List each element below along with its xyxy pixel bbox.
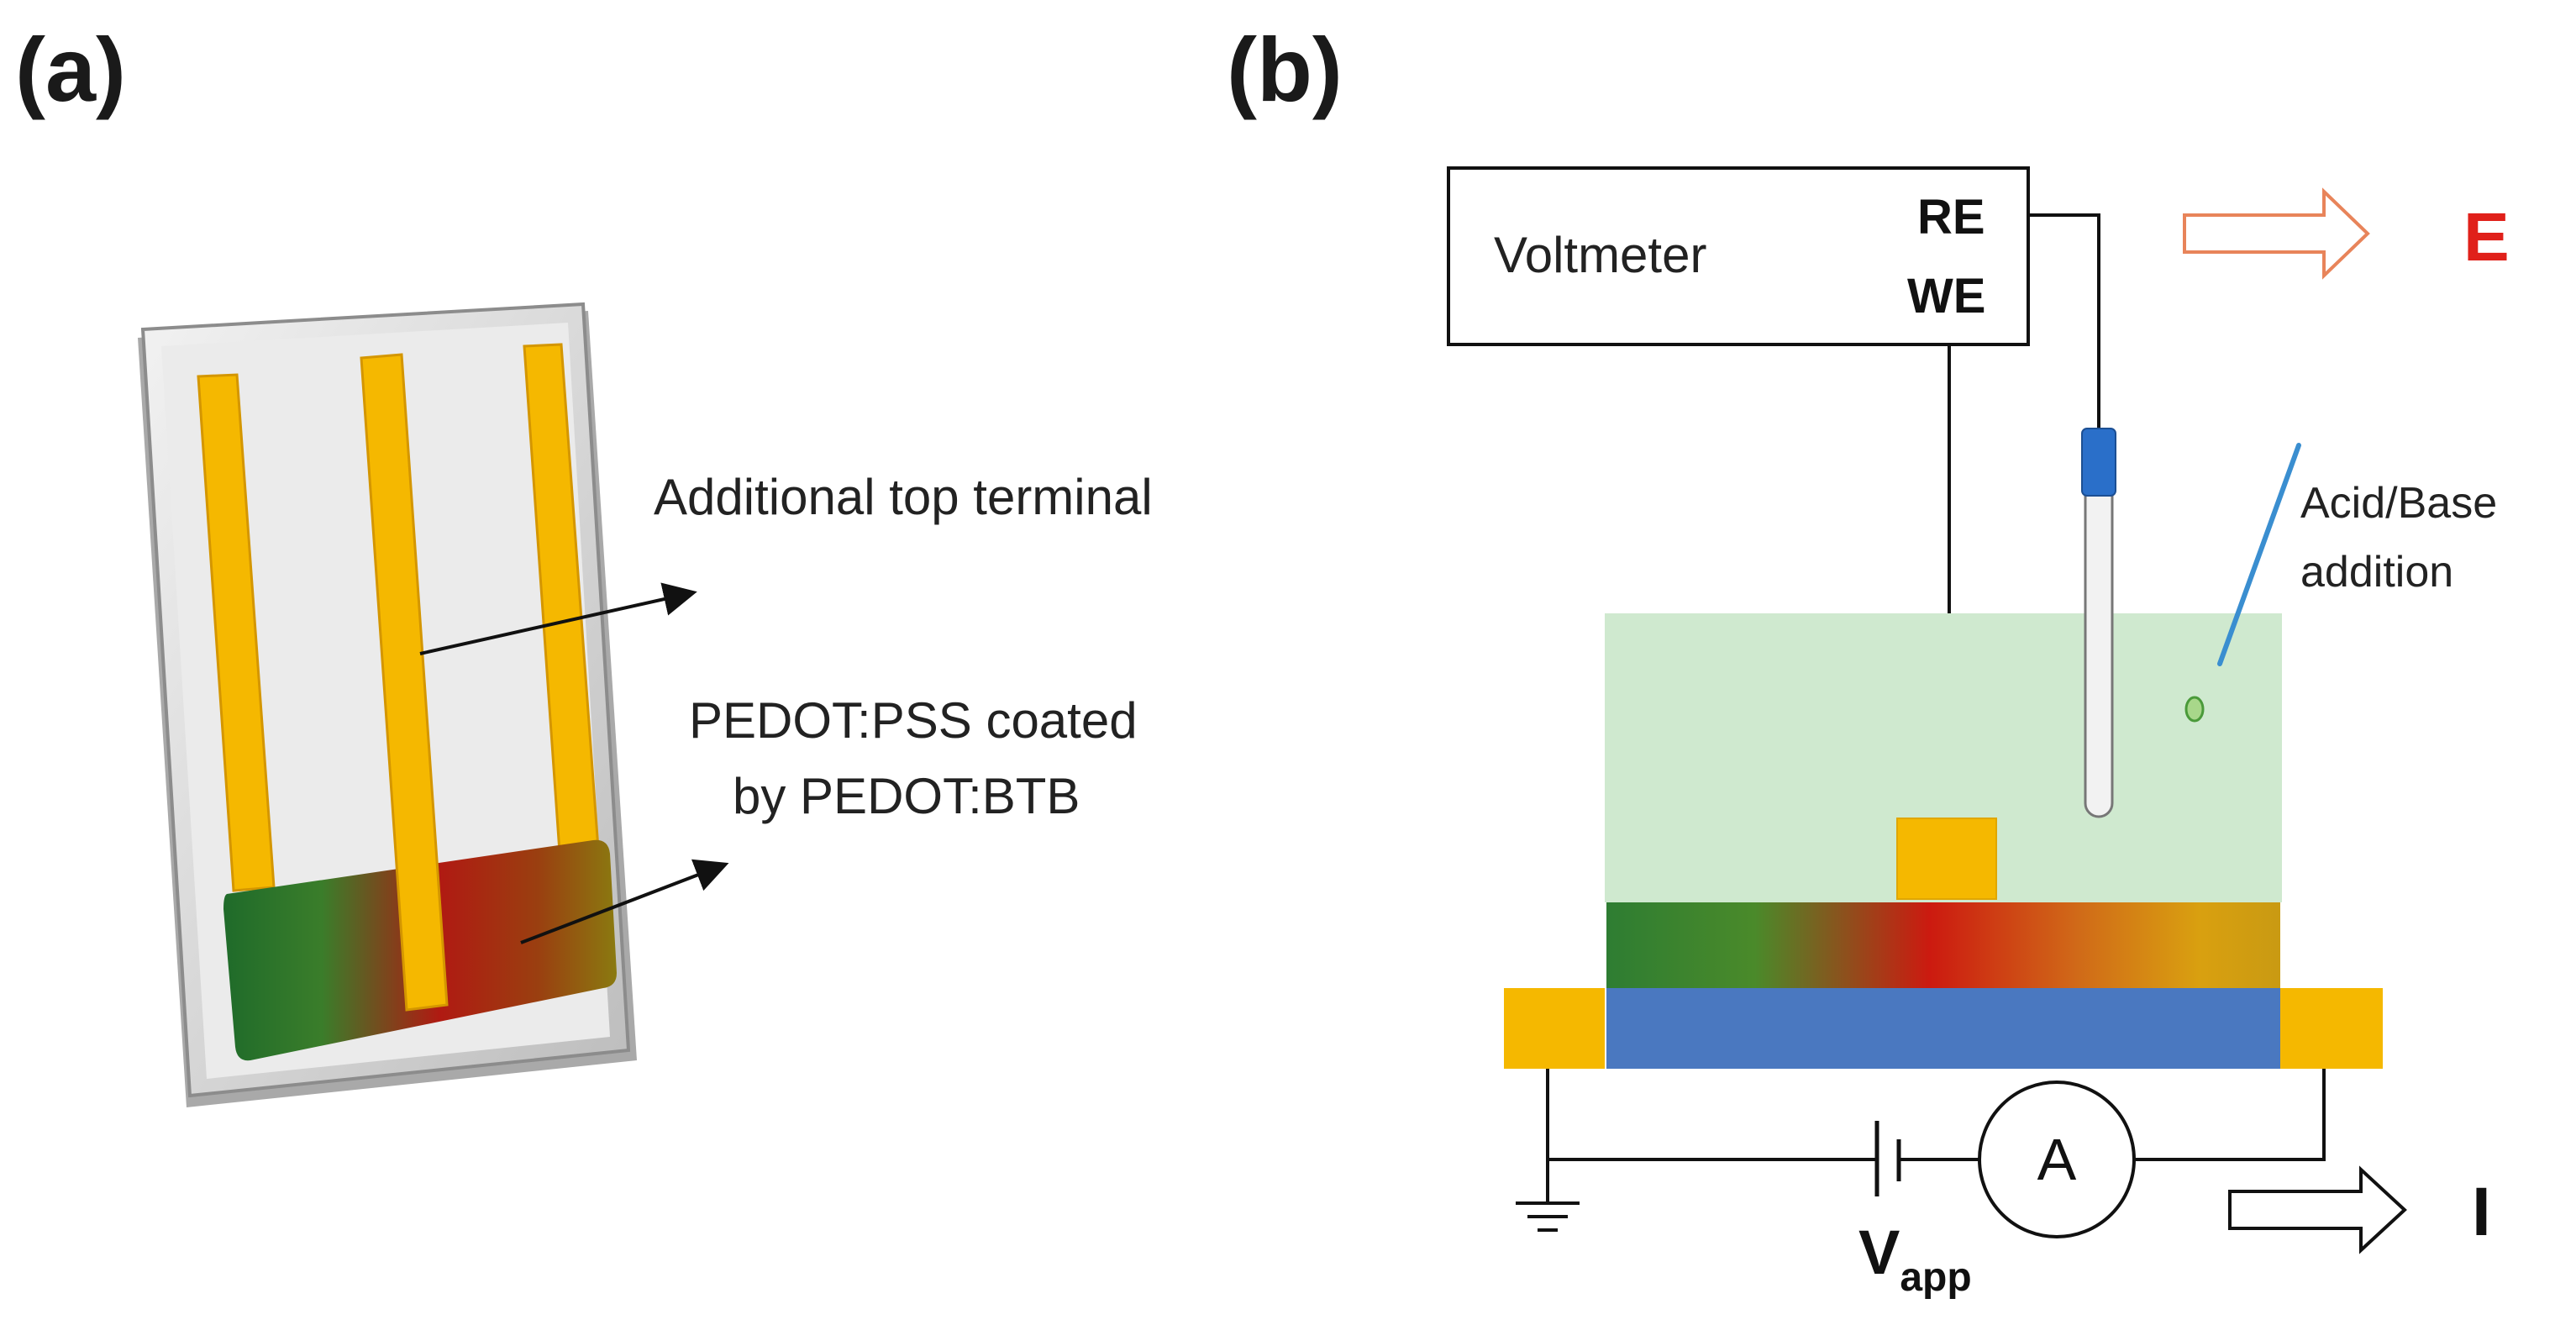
pedot-btb-layer <box>1606 902 2280 988</box>
voltmeter-box <box>1447 166 2030 346</box>
annotation-coating-line2: by PEDOT:BTB <box>733 768 1080 824</box>
output-i-arrow <box>2228 1165 2407 1254</box>
ammeter-label: A <box>2037 1127 2077 1192</box>
circuit-wire-right <box>2134 1069 2326 1161</box>
acid-base-line1: Acid/Base <box>2300 479 2497 528</box>
pipette <box>2217 443 2301 666</box>
re-wire <box>2028 213 2100 429</box>
pedot-pss-channel <box>1606 988 2280 1069</box>
ground-icon <box>1516 1201 1580 1232</box>
output-e-arrow <box>2183 187 2370 280</box>
vapp-main: V <box>1858 1217 1900 1287</box>
acid-base-line2: addition <box>2300 548 2453 597</box>
vapp-sub: app <box>1900 1255 1971 1300</box>
device-illustration <box>138 302 729 1107</box>
terminal-pointer-arrow <box>419 582 697 655</box>
panel-b-label: (b) <box>1227 18 1343 120</box>
coating-pointer-arrow <box>520 859 729 944</box>
panel-a-label: (a) <box>15 18 126 120</box>
circuit-wire-left <box>1546 1069 1877 1161</box>
output-i-label: I <box>2472 1174 2491 1250</box>
source-contact <box>1504 988 1605 1069</box>
drain-contact <box>2280 988 2383 1069</box>
ammeter <box>1978 1081 2136 1238</box>
we-label: WE <box>1907 269 1985 323</box>
voltmeter-label: Voltmeter <box>1494 227 1706 283</box>
reference-electrode-cap <box>2081 428 2116 497</box>
output-e-label: E <box>2463 199 2510 276</box>
annotation-terminal: Additional top terminal <box>654 469 1153 525</box>
vapp-label: Vapp <box>1858 1217 1972 1300</box>
gate-electrode <box>1896 818 1997 900</box>
terminal-middle <box>360 353 449 1012</box>
annotation-coating-line1: PEDOT:PSS coated <box>689 692 1138 749</box>
re-label: RE <box>1917 190 1985 244</box>
acid-base-droplet <box>2184 696 2205 723</box>
reference-electrode-tube <box>2084 469 2114 818</box>
